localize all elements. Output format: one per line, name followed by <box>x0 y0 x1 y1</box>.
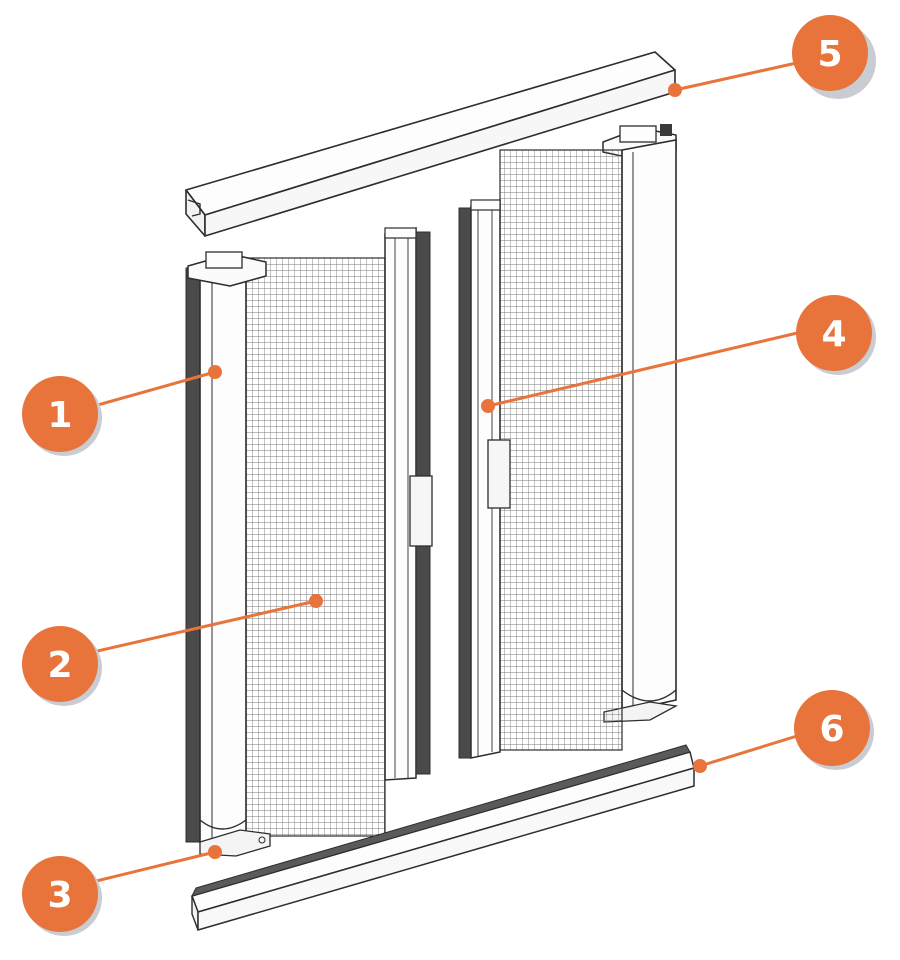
callout-1: 1 <box>22 376 102 456</box>
left-handle-grip <box>409 475 433 547</box>
right-mesh-screen <box>499 149 623 751</box>
callout-4: 4 <box>796 295 876 375</box>
left-cassette <box>185 267 247 843</box>
left-mesh-screen <box>245 257 386 837</box>
callout-2-label: 2 <box>47 645 72 686</box>
leader-lines <box>79 58 811 887</box>
callout-3: 3 <box>22 856 102 936</box>
callout-5: 5 <box>792 15 876 99</box>
callout-6-label: 6 <box>819 709 844 750</box>
left-top-cap <box>187 251 267 287</box>
right-handle-grip <box>487 439 511 509</box>
callout-3-label: 3 <box>47 875 72 916</box>
callout-1-label: 1 <box>47 395 72 436</box>
right-handle-bar <box>458 199 511 759</box>
callout-5-label: 5 <box>817 34 842 75</box>
callout-6: 6 <box>794 690 874 770</box>
bottom-track <box>191 744 695 931</box>
callout-4-label: 4 <box>821 314 846 355</box>
leader-dots <box>208 83 707 859</box>
callout-2: 2 <box>22 626 102 706</box>
left-handle-bar <box>384 227 433 781</box>
